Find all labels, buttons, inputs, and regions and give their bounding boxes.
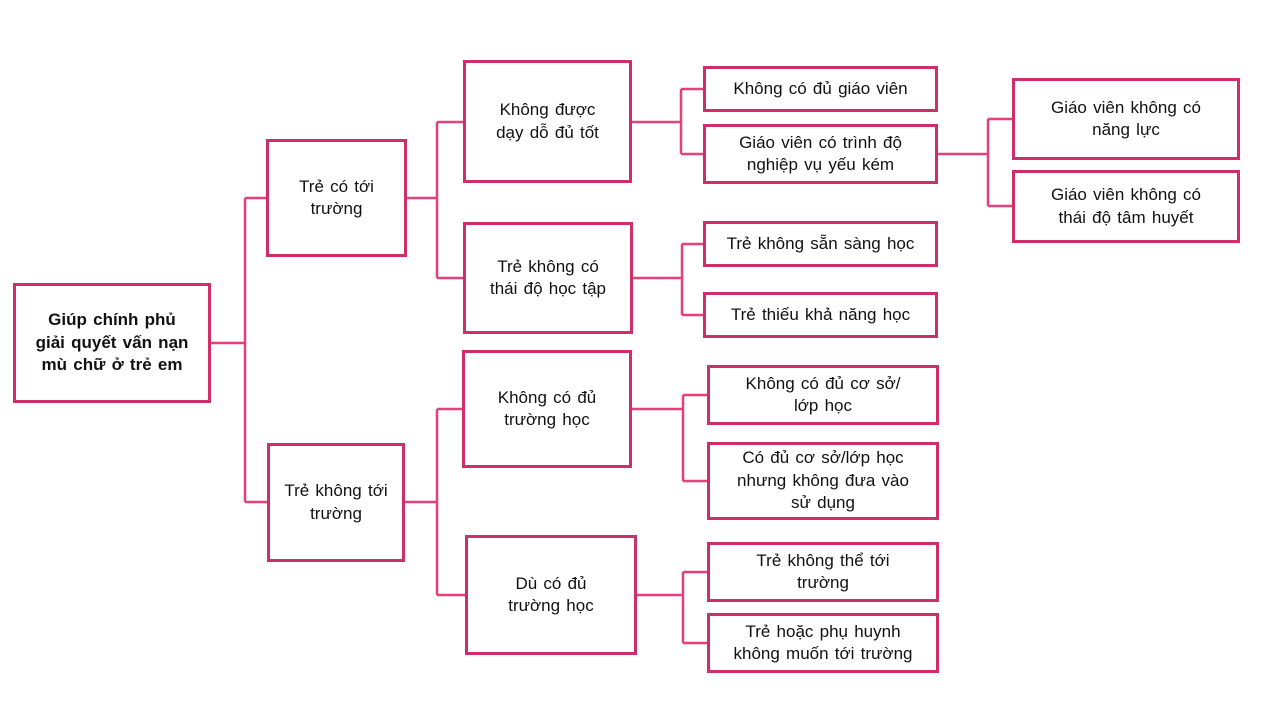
node-label-line: thái độ tâm huyết [1058,207,1194,227]
node-label-line: năng lực [1092,120,1160,139]
connector-tre-co-toi-truong [407,120,463,280]
connector-giao-vien-trinh-do [938,117,1012,208]
node-label-line: thái độ học tập [489,279,607,298]
node-tre-khong-the-toi-truong: Trẻ không thể tới trường [707,542,939,602]
node-label-line: Trẻ hoặc phụ huynh [745,621,901,641]
node-label-line: Trẻ không tới [284,481,388,501]
node-tre-khong-san-sang-hoc: Trẻ không sẵn sàng học [703,221,938,267]
node-label-line: Không có đủ cơ sở/ [745,373,901,393]
node-label-line: dạy dỗ đủ tốt [496,122,599,142]
node-tre-khong-co-thai-do-hoc-tap: Trẻ không có thái độ học tập [463,222,633,334]
connector-root-to-level2 [211,196,267,504]
node-du-co-du-truong-hoc: Dù có đủ trường học [465,535,637,655]
node-label-line: trường học [504,410,590,429]
connector-tre-khong-toi-truong [405,407,465,597]
node-khong-co-du-co-so-lop-hoc: Không có đủ cơ sở/lớp học [707,365,939,425]
node-label-line: Giáo viên có trình độ [739,132,902,152]
node-label-line: Giáo viên không có [1050,185,1202,205]
node-label-line: Có đủ cơ sở/lớp học [742,448,904,468]
node-khong-co-du-giao-vien: Không có đủ giáo viên [703,66,938,112]
node-label-line: Trẻ không thể tới [756,550,890,570]
node-khong-co-du-truong-hoc: Không có đủ trường học [462,350,632,468]
node-label-line: lớp học [793,396,852,415]
connector-tre-khong-co-thai-do [633,242,703,317]
node-tre-thieu-kha-nang-hoc: Trẻ thiếu khả năng học [703,292,938,338]
node-label-line: sử dụng [791,493,855,513]
node-label-line: trường [797,573,849,592]
node-tre-hoac-phu-huynh-khong-muon-toi-truong: Trẻ hoặc phụ huynh không muốn tới trường [707,613,939,673]
node-label-line: Không được [499,100,596,120]
node-tre-co-toi-truong: Trẻ có tới trường [266,139,407,257]
node-label-line: Trẻ có tới [299,176,374,196]
node-label-line: nhưng không đưa vào [737,470,909,490]
node-label-line: Trẻ không có [497,256,599,276]
node-label-line: Dù có đủ [515,573,587,593]
node-label-line: Không có đủ giáo viên [733,78,908,98]
connector-khong-co-du-truong [632,393,707,483]
node-label-line: nghiệp vụ yếu kém [746,155,895,174]
node-giao-vien-khong-co-nang-luc: Giáo viên không có năng lực [1012,78,1240,160]
node-label-line: trường [310,503,362,523]
connector-khong-duoc-day-do [632,87,703,156]
node-label-line: Giáo viên không có [1050,97,1202,117]
node-label-line: trường [310,199,363,218]
node-label-line: Trẻ không sẵn sàng học [726,233,915,253]
node-label-line: không muốn tới trường [733,644,913,663]
node-label-line: giải quyết vấn nạn [35,332,189,352]
node-label-line: mù chữ ở trẻ em [41,355,183,375]
node-label-line: Giúp chính phủ [48,310,176,330]
connector-du-co-du-truong [637,570,707,645]
node-label-line: Không có đủ [497,387,597,407]
node-giao-vien-trinh-do-yeu-kem: Giáo viên có trình độ nghiệp vụ yếu kém [703,124,938,184]
node-label-line: Trẻ thiếu khả năng học [730,304,911,324]
node-label-line: trường học [508,596,594,615]
